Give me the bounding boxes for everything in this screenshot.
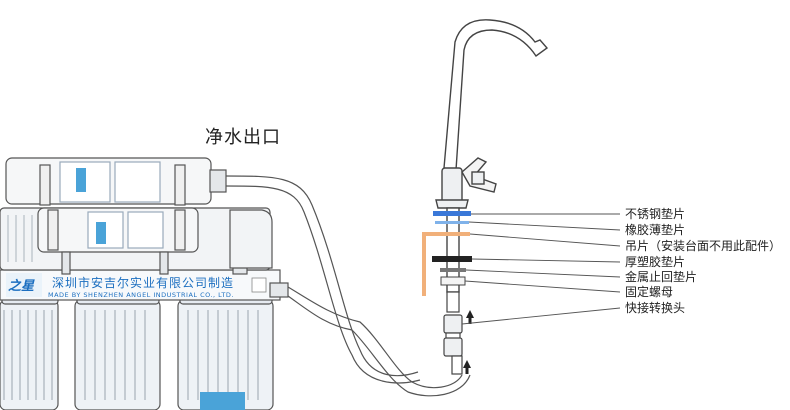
brand-logo: 之星 (8, 278, 35, 294)
part-label-hanger-plate: 吊片（安装台面不用此配件） (625, 239, 782, 253)
quick-connector (443, 291, 463, 375)
assembly-arrows (463, 310, 474, 374)
part-label-quick-connector: 快接转换头 (625, 301, 686, 315)
leader-lines (461, 213, 621, 325)
company-name-cn: 深圳市安吉尔实业有限公司制造 (52, 275, 234, 290)
metal-stop-washer (440, 268, 466, 272)
part-label-thick-plastic-washer: 厚塑胶垫片 (625, 255, 686, 269)
cartridge-top (5, 157, 227, 206)
arrow-up-icon (463, 360, 471, 368)
outlet-title: 净水出口 (205, 127, 281, 148)
part-label-fixing-nut: 固定螺母 (625, 285, 674, 299)
thin-rubber-washer (435, 221, 469, 224)
part-label-metal-stop-washer: 金属止回垫片 (625, 270, 698, 284)
part-label-thin-rubber-washer: 橡胶薄垫片 (625, 223, 686, 237)
part-label-steel-washer: 不锈钢垫片 (625, 207, 686, 221)
filter-housings (0, 299, 274, 410)
company-name-en: MADE BY SHENZHEN ANGEL INDUSTRIAL CO., L… (48, 291, 234, 299)
hanger-plate (422, 232, 470, 296)
brand-band: 之星 深圳市安吉尔实业有限公司制造 MADE BY SHENZHEN ANGEL… (0, 269, 281, 301)
filter-housing-2 (74, 299, 161, 410)
fixing-nut (440, 276, 466, 286)
filter-housing-1 (0, 299, 59, 410)
arrow-up-icon (466, 310, 474, 318)
unit-side (229, 209, 289, 298)
faucet (435, 19, 549, 293)
cartridge-middle (37, 207, 199, 253)
steel-washer (433, 211, 471, 216)
tubing (225, 175, 471, 397)
thick-plastic-washer (432, 256, 472, 262)
filter-housing-3 (177, 299, 274, 410)
